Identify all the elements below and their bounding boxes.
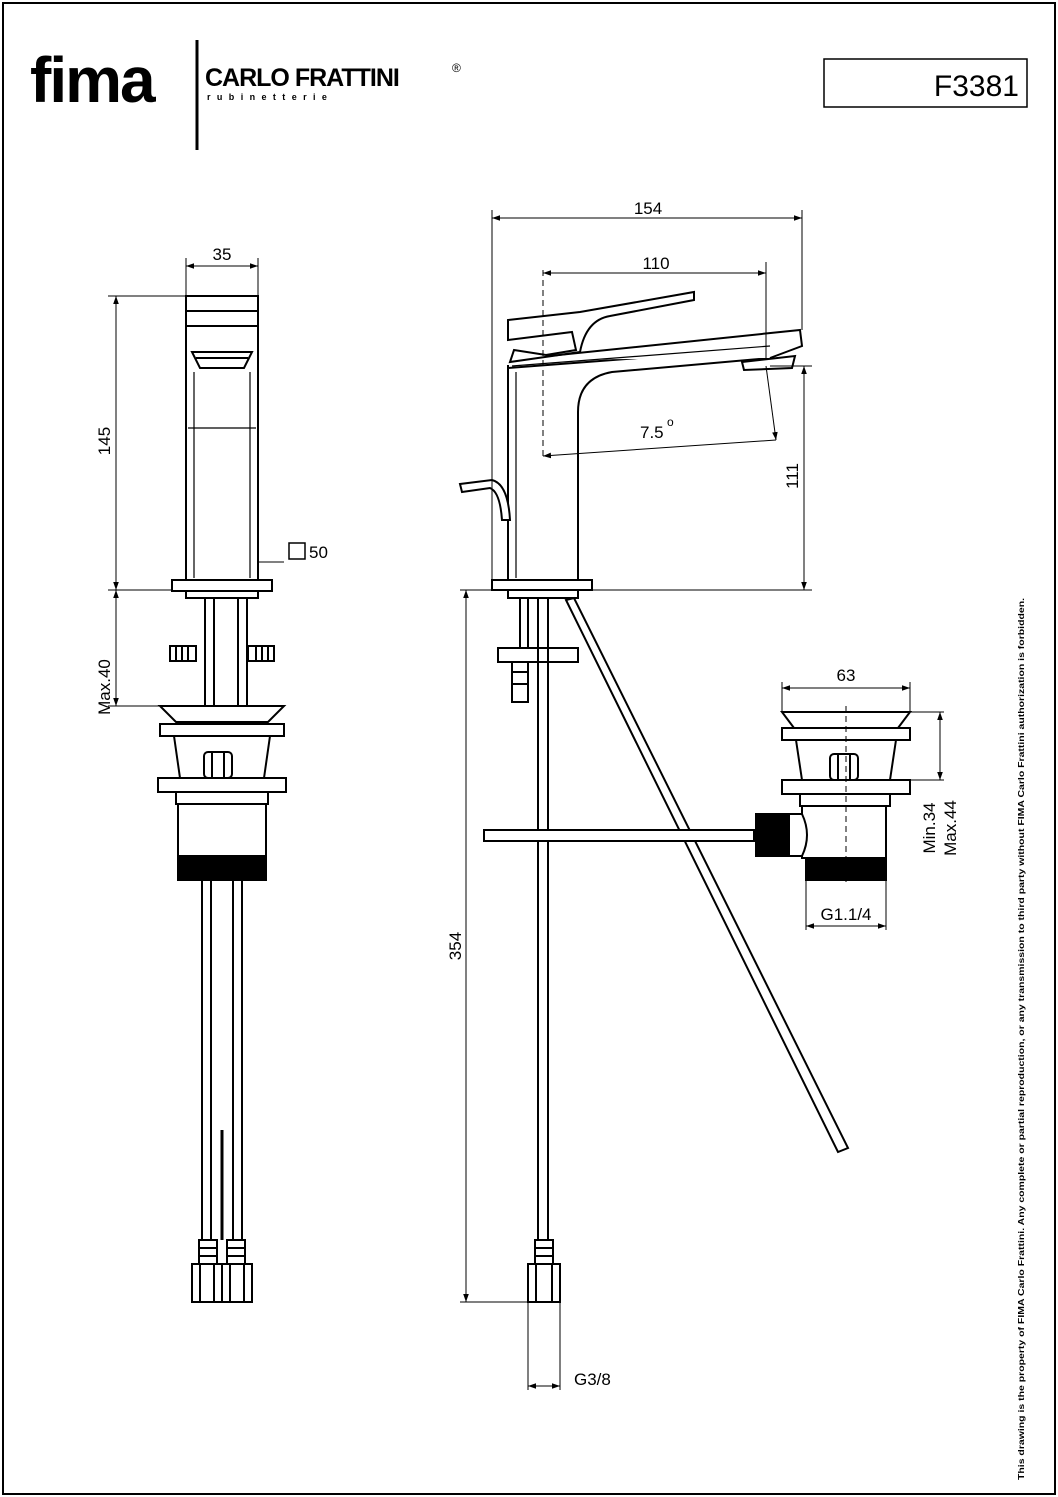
brand-logo: fima CARLO FRATTINI ® rubinetterie — [30, 40, 461, 150]
dim-hose-length: 354 — [446, 932, 465, 960]
logo-registered-mark: ® — [452, 61, 461, 75]
dim-spout-reach: 110 — [642, 254, 669, 273]
dim-front-width: 35 — [213, 245, 232, 264]
dim-side-length: 154 — [634, 199, 662, 218]
dim-front-height: 145 — [95, 427, 114, 455]
dim-degree-mark: o — [667, 415, 674, 429]
square-section-icon — [288, 542, 306, 560]
side-view — [458, 290, 850, 1303]
dim-deck-thickness: Max.40 — [95, 659, 114, 715]
dim-spout-angle: 7.5 — [640, 423, 664, 442]
logo-rubinetterie: rubinetterie — [207, 92, 333, 102]
dim-waste-thread: G1.1/4 — [820, 905, 871, 924]
dim-waste-width: 63 — [837, 666, 856, 685]
product-code: F3381 — [934, 70, 1019, 103]
product-code-box — [823, 58, 1028, 108]
logo-carlo-frattini: CARLO FRATTINI — [205, 64, 399, 92]
waste-assembly — [755, 706, 912, 884]
front-dimensions — [108, 258, 306, 707]
front-view — [157, 295, 287, 1303]
side-dimensions — [460, 210, 944, 1390]
dim-waste-max: Max.44 — [941, 800, 960, 856]
dim-base-square: 50 — [309, 543, 328, 562]
copyright-notice: This drawing is the property of FIMA Car… — [1016, 598, 1026, 1480]
dim-spout-height: 111 — [783, 463, 802, 489]
dim-hose-thread: G3/8 — [574, 1370, 611, 1389]
dim-waste-min: Min.34 — [920, 802, 939, 853]
logo-fima: fima — [30, 44, 156, 116]
